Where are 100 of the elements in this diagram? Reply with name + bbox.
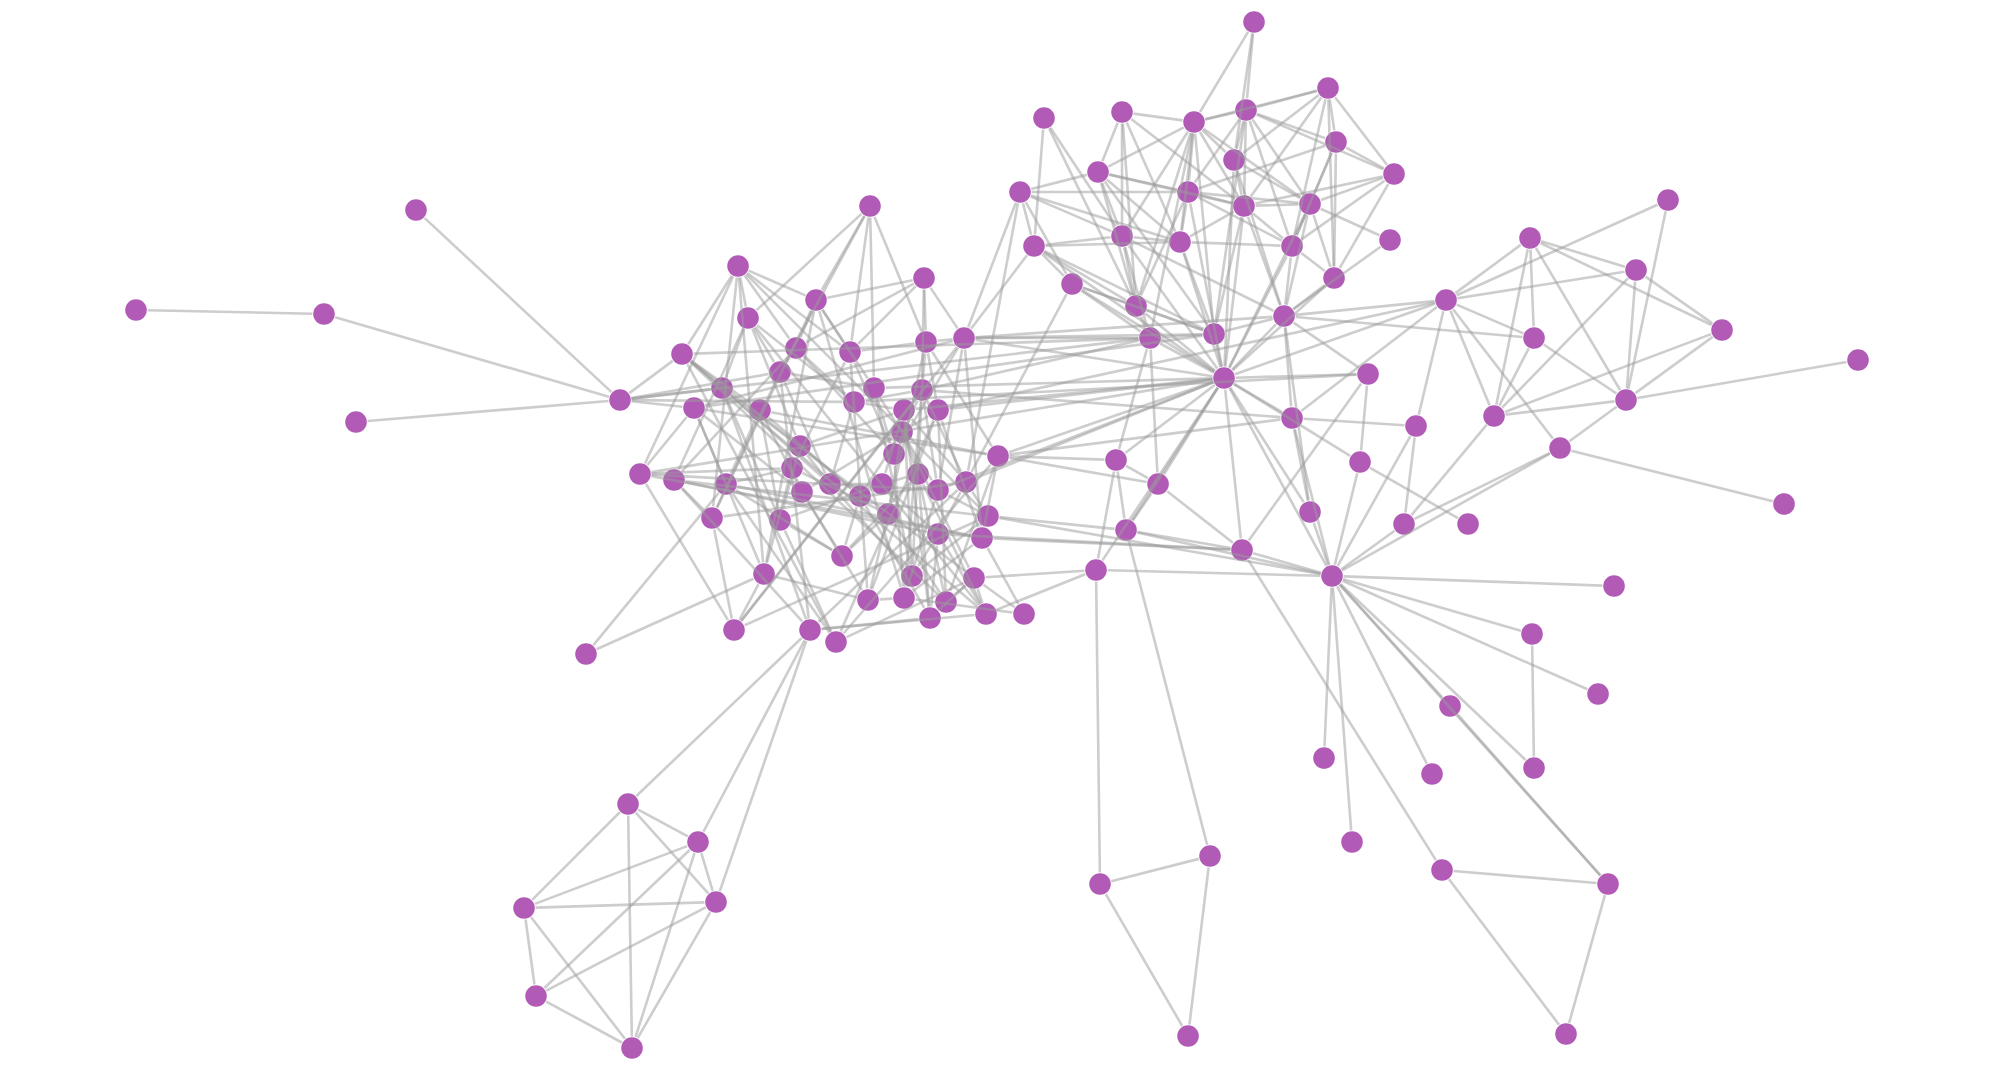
node-dot <box>1711 319 1733 341</box>
node-dot <box>987 445 1009 467</box>
node-dot <box>513 897 535 919</box>
node-dot <box>1203 323 1225 345</box>
node-dot <box>831 545 853 567</box>
node-dot <box>1625 259 1647 281</box>
node-dot <box>1549 437 1571 459</box>
node-dot <box>859 195 881 217</box>
node-dot <box>1321 565 1343 587</box>
node-dot <box>843 391 865 413</box>
node-dot <box>1177 1025 1199 1047</box>
node-dot <box>711 377 733 399</box>
node-dot <box>1439 695 1461 717</box>
node-dot <box>1061 273 1083 295</box>
node-dot <box>1087 161 1109 183</box>
node-dot <box>819 473 841 495</box>
node-dot <box>1013 603 1035 625</box>
node-dot <box>1317 77 1339 99</box>
node-dot <box>405 199 427 221</box>
node-dot <box>1111 101 1133 123</box>
node-dot <box>1523 327 1545 349</box>
node-dot <box>1483 405 1505 427</box>
node-dot <box>705 891 727 913</box>
node-dot <box>849 485 871 507</box>
node-dot <box>883 443 905 465</box>
node-dot <box>1233 195 1255 217</box>
node-dot <box>1457 513 1479 535</box>
node-dot <box>1299 501 1321 523</box>
node-dot <box>927 479 949 501</box>
node-dot <box>1597 873 1619 895</box>
node-dot <box>789 435 811 457</box>
node-dot <box>1603 575 1625 597</box>
node-dot <box>1405 415 1427 437</box>
node-dot <box>687 831 709 853</box>
node-dot <box>1243 11 1265 33</box>
node-dot <box>1147 473 1169 495</box>
node-dot <box>1657 189 1679 211</box>
node-dot <box>1139 327 1161 349</box>
node-dot <box>891 421 913 443</box>
node-dot <box>1089 873 1111 895</box>
node-dot <box>953 327 975 349</box>
node-dot <box>1341 831 1363 853</box>
node-dot <box>975 603 997 625</box>
node-dot <box>663 469 685 491</box>
node-dot <box>877 503 899 525</box>
node-dot <box>1325 131 1347 153</box>
node-dot <box>1115 519 1137 541</box>
node-dot <box>1349 451 1371 473</box>
node-dot <box>799 619 821 641</box>
node-dot <box>617 793 639 815</box>
node-dot <box>863 377 885 399</box>
node-dot <box>1199 845 1221 867</box>
node-dot <box>753 563 775 585</box>
node-dot <box>769 509 791 531</box>
node-dot <box>935 591 957 613</box>
node-dot <box>893 587 915 609</box>
node-dot <box>1555 1023 1577 1045</box>
node-dot <box>963 567 985 589</box>
node-dot <box>927 523 949 545</box>
node-dot <box>1281 235 1303 257</box>
node-dot <box>1105 449 1127 471</box>
node-dot <box>857 589 879 611</box>
node-dot <box>1033 107 1055 129</box>
node-dot <box>723 619 745 641</box>
node-dot <box>1847 349 1869 371</box>
node-dot <box>629 463 651 485</box>
node-dot <box>671 343 693 365</box>
node-dot <box>1587 683 1609 705</box>
node-dot <box>871 473 893 495</box>
node-dot <box>749 399 771 421</box>
node-dot <box>1421 763 1443 785</box>
node-dot <box>1273 305 1295 327</box>
node-dot <box>575 643 597 665</box>
node-dot <box>1125 295 1147 317</box>
node-dot <box>1183 111 1205 133</box>
node-dot <box>1435 289 1457 311</box>
node-dot <box>913 267 935 289</box>
node-dot <box>715 473 737 495</box>
node-dot <box>1023 235 1045 257</box>
node-dot <box>1085 559 1107 581</box>
node-dot <box>839 341 861 363</box>
node-dot <box>1323 267 1345 289</box>
node-dot <box>1009 181 1031 203</box>
node-dot <box>345 411 367 433</box>
node-dot <box>1223 149 1245 171</box>
node-dot <box>621 1037 643 1059</box>
node-dot <box>1383 163 1405 185</box>
node-dot <box>525 985 547 1007</box>
node-dot <box>893 399 915 421</box>
node-dot <box>1523 757 1545 779</box>
node-dot <box>701 507 723 529</box>
node-dot <box>927 399 949 421</box>
node-dot <box>901 565 923 587</box>
node-dot <box>1521 623 1543 645</box>
node-dot <box>1235 99 1257 121</box>
node-dot <box>1357 363 1379 385</box>
node-dot <box>769 361 791 383</box>
node-dot <box>805 289 827 311</box>
node-dot <box>919 607 941 629</box>
node-dot <box>907 463 929 485</box>
